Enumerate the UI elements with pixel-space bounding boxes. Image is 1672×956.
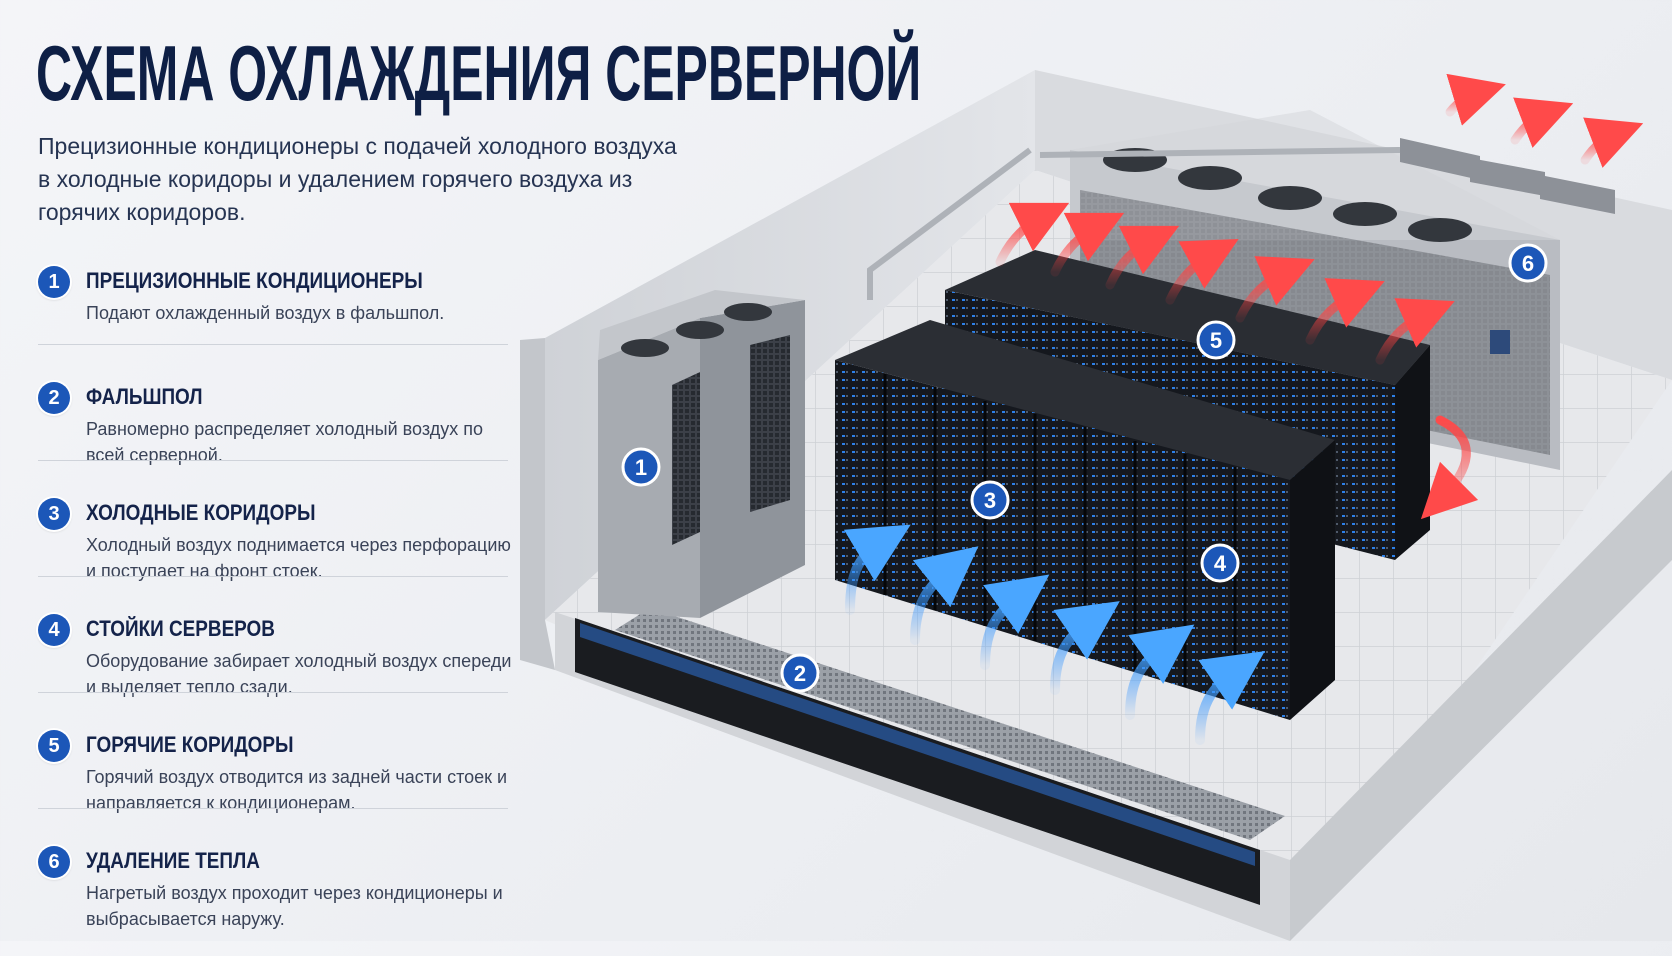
legend-list: 1 ПРЕЦИЗИОННЫЕ КОНДИЦИОНЕРЫ Подают охлаж… [36, 260, 511, 956]
number-badge: 6 [38, 846, 70, 878]
number-badge: 5 [38, 730, 70, 762]
hot-airflow-arrows [995, 73, 1644, 520]
legend-item-title: ГОРЯЧИЕ КОРИДОРЫ [86, 732, 294, 757]
legend-item-hot-aisles: 5 ГОРЯЧИЕ КОРИДОРЫ Горячий воздух отводи… [36, 724, 508, 840]
callout-5: 5 [1196, 320, 1236, 360]
page-title: СХЕМА ОХЛАЖДЕНИЯ СЕРВЕРНОЙ [36, 29, 922, 117]
number-badge: 1 [38, 266, 70, 298]
svg-text:3: 3 [984, 488, 996, 513]
callout-3: 3 [970, 480, 1010, 520]
exhaust-vents [867, 138, 1615, 300]
svg-text:4: 4 [1214, 551, 1227, 576]
callout-1: 1 [621, 447, 661, 487]
subtitle: Прецизионные кондиционеры с подачей холо… [38, 133, 677, 225]
svg-text:6: 6 [1522, 251, 1534, 276]
legend-item-heat-removal: 6 УДАЛЕНИЕ ТЕПЛА Нагретый воздух проходи… [36, 840, 506, 956]
legend-item-title: ПРЕЦИЗИОННЫЕ КОНДИЦИОНЕРЫ [86, 268, 423, 293]
number-badge: 2 [38, 382, 70, 414]
legend-item-cold-aisles: 3 ХОЛОДНЫЕ КОРИДОРЫ Холодный воздух подн… [36, 492, 511, 608]
callout-4: 4 [1200, 543, 1240, 583]
legend-item-description: Подают охлажденный воздух в фальшпол. [86, 303, 445, 323]
number-badge: 3 [38, 498, 70, 530]
legend-item-server-racks: 4 СТОЙКИ СЕРВЕРОВ Оборудование забирает … [36, 608, 511, 724]
cold-airflow-arrows [843, 524, 1265, 745]
svg-text:2: 2 [794, 661, 806, 686]
legend-item-title: СТОЙКИ СЕРВЕРОВ [86, 616, 275, 641]
legend-item-air-conditioners: 1 ПРЕЦИЗИОННЫЕ КОНДИЦИОНЕРЫ Подают охлаж… [36, 260, 508, 376]
svg-text:5: 5 [1210, 328, 1222, 353]
legend-item-title: ХОЛОДНЫЕ КОРИДОРЫ [86, 500, 316, 525]
callout-2: 2 [780, 653, 820, 693]
callout-6: 6 [1508, 243, 1548, 283]
left-air-conditioners [598, 290, 805, 618]
legend-item-title: УДАЛЕНИЕ ТЕПЛА [86, 848, 260, 873]
legend-item-description: Нагретый воздух проходит через кондицион… [86, 883, 503, 929]
legend-item-raised-floor: 2 ФАЛЬШПОЛ Равномерно распределяет холод… [36, 376, 508, 492]
legend-item-title: ФАЛЬШПОЛ [86, 384, 203, 409]
svg-text:1: 1 [635, 455, 647, 480]
number-badge: 4 [38, 614, 70, 646]
